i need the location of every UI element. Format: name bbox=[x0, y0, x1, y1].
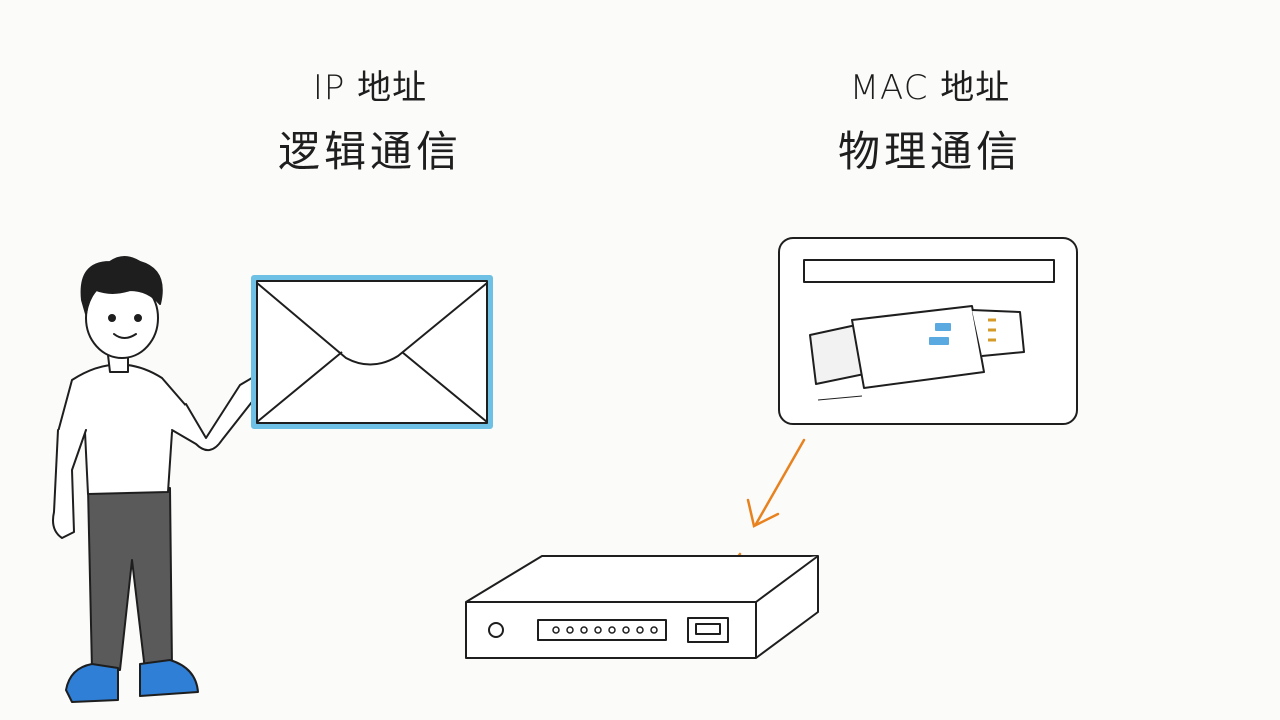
network-card-icon bbox=[778, 237, 1078, 425]
mac-address-label-group: MAC 地址 物理通信 bbox=[790, 68, 1070, 178]
ip-address-caption: IP 地址 bbox=[312, 68, 428, 108]
person-illustration bbox=[52, 256, 273, 703]
envelope-icon bbox=[251, 275, 493, 429]
mac-address-caption: MAC 地址 bbox=[849, 68, 1011, 108]
physical-communication-title: 物理通信 bbox=[837, 127, 1022, 176]
router-device-icon bbox=[465, 555, 819, 659]
logical-communication-title: 逻辑通信 bbox=[277, 127, 462, 176]
ip-address-label-group: IP 地址 逻辑通信 bbox=[230, 68, 510, 178]
